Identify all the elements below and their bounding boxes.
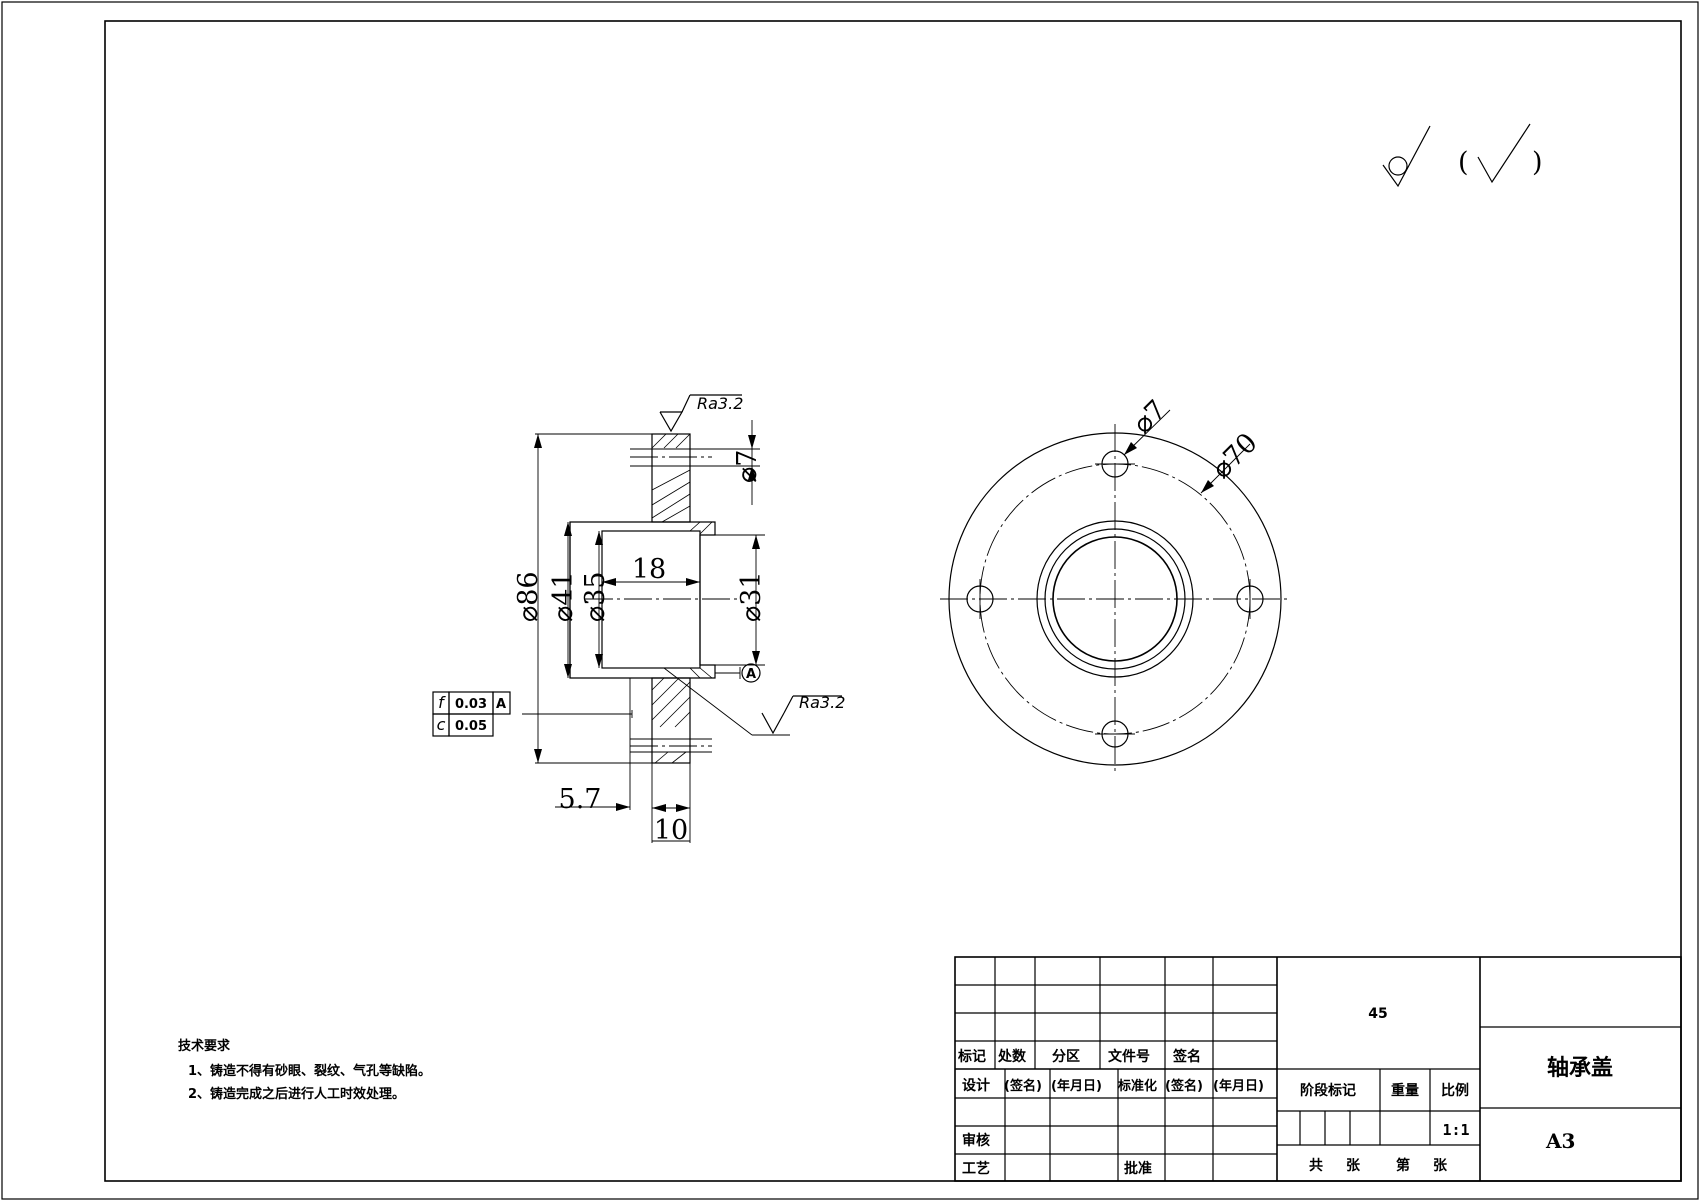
tb-weight: 重量 <box>1391 1082 1419 1099</box>
dim-d41: ⌀41 <box>548 571 579 622</box>
surface-finish-unmachined-icon <box>1382 125 1431 188</box>
tb-sign-1: (签名) <box>1004 1078 1042 1094</box>
tech-requirements: 技术要求 1、铸造不得有砂眼、裂纹、气孔等缺陷。 2、铸造完成之后进行人工时效处… <box>178 1038 431 1102</box>
gdt-val-2: 0.05 <box>455 719 487 734</box>
dim-18: 18 <box>632 554 666 585</box>
tb-hdr-zone: 分区 <box>1052 1049 1080 1065</box>
tech-title: 技术要求 <box>178 1038 231 1054</box>
datum-letter: A <box>746 667 756 682</box>
tb-sign-2: (签名) <box>1165 1078 1203 1094</box>
lower-flange <box>651 677 691 764</box>
surface-finish-checkmark-icon <box>1477 123 1531 184</box>
tb-hdr-docno: 文件号 <box>1108 1048 1150 1065</box>
gdt-sym-2: c <box>437 715 446 734</box>
gdt-datum-1: A <box>496 697 506 712</box>
tb-part-name: 轴承盖 <box>1547 1055 1613 1081</box>
surface-finish-symbols: ( ) <box>1382 123 1543 188</box>
dim-d70: ⌀70 <box>1206 427 1264 485</box>
roughness-top: Ra3.2 <box>659 394 743 433</box>
gdt-val-1: 0.03 <box>455 697 487 712</box>
tb-hdr-mark: 标记 <box>957 1048 986 1065</box>
tb-ratio: 比例 <box>1441 1082 1469 1099</box>
tb-sheets-1: 张 <box>1346 1158 1361 1174</box>
gdt-sym-1: f <box>438 693 446 712</box>
tech-item-1: 1、铸造不得有砂眼、裂纹、气孔等缺陷。 <box>188 1063 431 1079</box>
paren-open: ( <box>1458 147 1469 178</box>
tb-total: 共 <box>1309 1157 1323 1174</box>
hatch-upper <box>651 433 715 523</box>
tb-date-2: (年月日) <box>1213 1078 1264 1094</box>
section-view: ⌀86 ⌀41 ⌀35 18 ⌀31 ⌀7 <box>432 394 845 846</box>
dim-d31: ⌀31 <box>736 571 767 622</box>
tb-hdr-sign: 签名 <box>1172 1048 1201 1065</box>
ra-bottom-label: Ra3.2 <box>799 693 845 712</box>
hatch-lower <box>651 667 713 764</box>
roughness-bottom: Ra3.2 <box>663 667 845 736</box>
datum-a: A <box>715 663 761 683</box>
tb-paper-size: A3 <box>1545 1129 1575 1153</box>
tb-scale: 1:1 <box>1442 1121 1469 1139</box>
ra-top-label: Ra3.2 <box>697 394 743 413</box>
tb-design: 设计 <box>962 1077 990 1094</box>
tb-material: 45 <box>1368 1006 1387 1022</box>
front-view: ⌀7 ⌀70 <box>940 394 1290 775</box>
tb-hdr-count: 处数 <box>997 1048 1027 1065</box>
title-block: 标记 处数 分区 文件号 签名 设计 (签名) (年月日) 标准化 (签名) (… <box>954 956 1682 1182</box>
tb-process: 工艺 <box>962 1160 990 1177</box>
tech-item-2: 2、铸造完成之后进行人工时效处理。 <box>188 1086 405 1102</box>
tb-no: 第 <box>1396 1157 1410 1174</box>
tb-approve: 批准 <box>1124 1160 1152 1177</box>
tb-review: 审核 <box>962 1132 990 1149</box>
tb-sheets-2: 张 <box>1433 1158 1448 1174</box>
tb-standardize: 标准化 <box>1117 1078 1157 1094</box>
dim-d7-section: ⌀7 <box>732 450 763 483</box>
dim-10: 10 <box>654 815 688 846</box>
dim-d7-front: ⌀7 <box>1127 394 1173 440</box>
dim-5-7: 5.7 <box>559 784 602 815</box>
tb-stage-mark: 阶段标记 <box>1300 1082 1356 1099</box>
inner-frame <box>104 20 1682 1182</box>
hub-bore <box>601 530 701 669</box>
dim-d35: ⌀35 <box>580 571 611 622</box>
paren-close: ) <box>1532 147 1543 178</box>
gdt-frame: f 0.03 A c 0.05 <box>432 691 633 737</box>
dim-d86: ⌀86 <box>513 571 544 622</box>
tb-date-1: (年月日) <box>1051 1078 1102 1094</box>
